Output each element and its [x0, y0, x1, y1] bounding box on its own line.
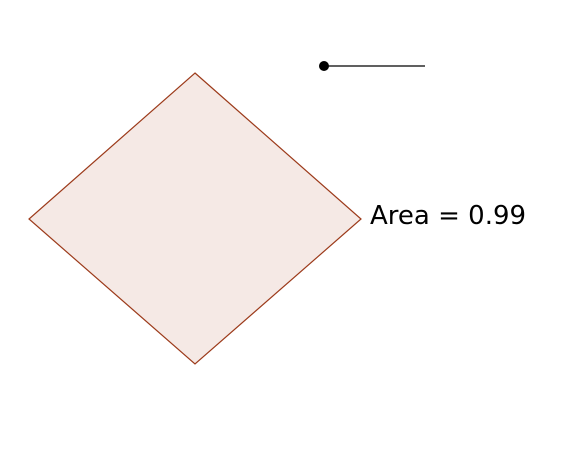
rhombus[interactable]	[28, 72, 362, 365]
slider-point[interactable]	[319, 61, 329, 71]
slider[interactable]	[319, 61, 425, 71]
area-label: Area = 0.99	[370, 201, 526, 231]
